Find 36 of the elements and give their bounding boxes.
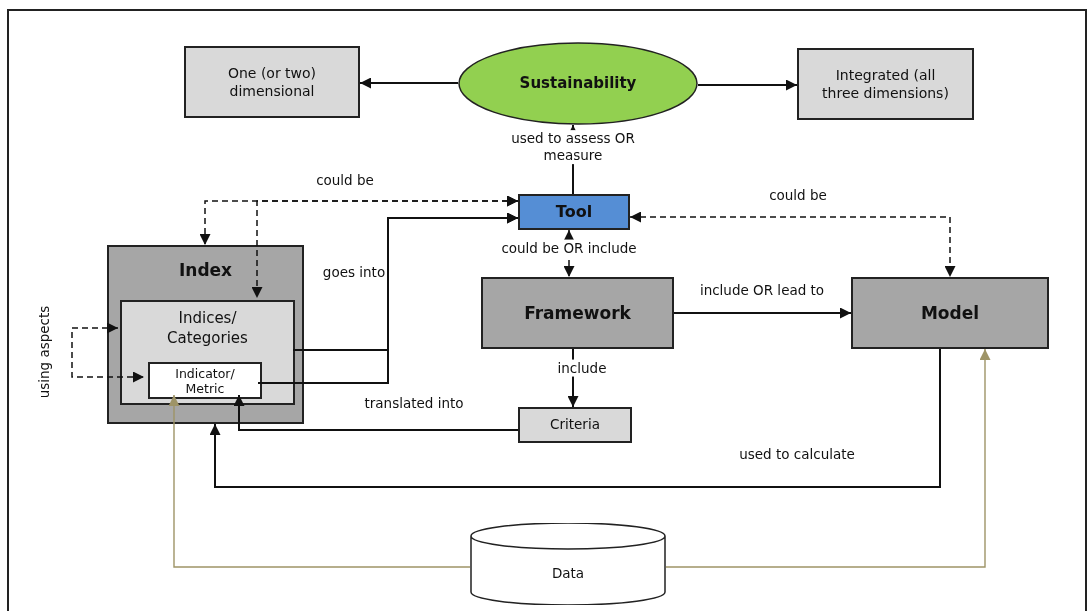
process-box [107,245,304,424]
process-box [518,194,630,230]
node-label: Index [178,259,233,282]
process-box [851,277,1049,349]
arrow [251,195,519,299]
process-box [184,46,360,118]
arrow [629,211,956,278]
node-label: Indices/ Categories [166,309,249,348]
node-label: Sustainability [519,73,637,94]
node-label: Framework [524,301,631,325]
process-box [148,362,262,399]
arrow [233,394,519,431]
database-cylinder [470,523,666,605]
process-box [797,48,974,120]
arrow [665,348,991,568]
node-label: Data [551,565,585,583]
node-label: Indicator/ Metric [174,365,236,396]
node-label: One (or two) dimensional [226,63,318,101]
node-label: Model [920,301,980,325]
edge-label: could be OR include [499,239,639,257]
arrow [209,348,941,488]
process-box [481,277,674,349]
arrow [257,212,519,384]
edge-label: goes into [320,263,388,281]
edge-label: include [555,359,609,377]
arrow [71,322,145,383]
node-label: Criteria [550,416,600,434]
node-label: Integrated (all three dimensions) [821,65,950,103]
arrow [673,307,852,319]
process-box [518,407,632,443]
process-box [120,300,295,405]
ellipse-node [458,42,698,125]
arrow [359,77,459,89]
arrow [168,394,471,568]
arrow [697,79,798,91]
node-label: Tool [555,201,593,223]
